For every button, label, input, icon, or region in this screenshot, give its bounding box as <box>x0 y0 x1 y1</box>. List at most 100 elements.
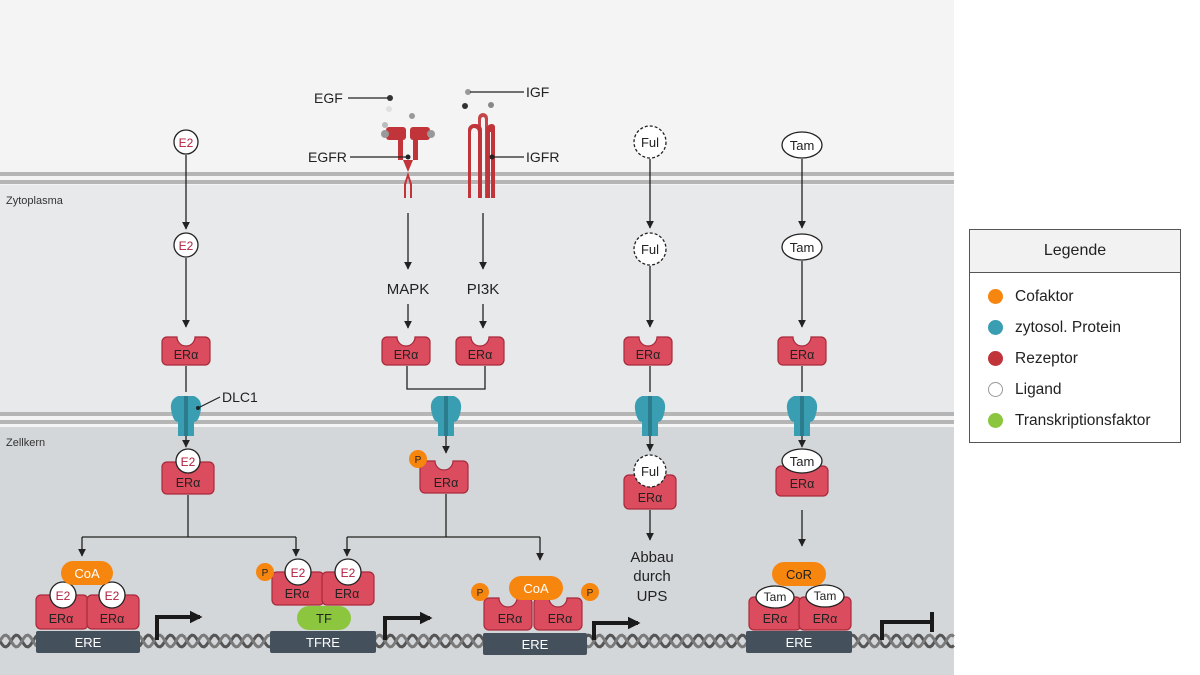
svg-text:P: P <box>477 588 484 599</box>
pi3k-label: PI3K <box>467 281 500 298</box>
legend-label: zytosol. Protein <box>1015 318 1121 336</box>
transport-protein-col3 <box>634 396 666 436</box>
egfr-receptor <box>381 127 435 198</box>
nuclear-membrane <box>0 412 954 424</box>
er-alpha-receptor: ERα <box>161 336 211 366</box>
legend-title: Legende <box>970 230 1180 273</box>
era-e2-tf-complex: E2 E2 ERα ERα P TF <box>256 558 375 630</box>
cytoplasm-label: Zytoplasma <box>6 195 64 207</box>
era-e2-dimer-coa-complex: E2 E2 ERα ERα CoA <box>35 561 140 630</box>
svg-text:ERα: ERα <box>394 348 419 362</box>
svg-text:ERE: ERE <box>75 635 102 650</box>
svg-text:CoA: CoA <box>74 566 100 581</box>
er-alpha-receptor-tam: ERα <box>777 336 827 366</box>
er-alpha-ful-complex: Ful ERα <box>623 454 677 510</box>
svg-text:Tam: Tam <box>790 454 815 469</box>
ere-element-1: ERE <box>36 631 140 653</box>
legend-item: Transkriptionsfaktor <box>970 405 1180 436</box>
svg-text:ERE: ERE <box>786 635 813 650</box>
svg-text:CoA: CoA <box>523 581 549 596</box>
legend-swatch <box>988 289 1003 304</box>
legend-label: Ligand <box>1015 380 1062 398</box>
egfr-label: EGFR <box>308 149 347 165</box>
er-alpha-receptor-ful: ERα <box>623 336 673 366</box>
legend-swatch <box>988 320 1003 335</box>
phosphorylated-er-alpha: ERα P <box>409 450 469 494</box>
e2-ligand-cytoplasm: E2 <box>173 232 199 258</box>
svg-text:CoR: CoR <box>786 567 812 582</box>
svg-text:E2: E2 <box>56 589 71 603</box>
ful-ligand-extracellular: Ful <box>633 125 667 159</box>
svg-text:E2: E2 <box>105 589 120 603</box>
legend-label: Cofaktor <box>1015 287 1074 305</box>
legend-swatch <box>988 382 1003 397</box>
svg-text:ERα: ERα <box>813 612 838 626</box>
phospho-era-coa-complex: ERα ERα CoA P P <box>471 576 599 631</box>
era-tam-cor-complex: Tam Tam ERα ERα CoR <box>748 562 852 631</box>
egf-ligands <box>382 95 415 128</box>
svg-text:ERα: ERα <box>790 477 815 491</box>
svg-text:P: P <box>415 455 422 466</box>
svg-text:ERα: ERα <box>434 476 459 490</box>
svg-text:ERα: ERα <box>176 476 201 490</box>
tam-ligand-extracellular: Tam <box>781 131 823 159</box>
svg-text:ERα: ERα <box>335 587 360 601</box>
svg-text:E2: E2 <box>179 136 194 150</box>
svg-text:P: P <box>262 568 269 579</box>
degradation-line-3: UPS <box>637 588 668 605</box>
svg-text:E2: E2 <box>341 566 356 580</box>
tam-ligand-cytoplasm: Tam <box>781 233 823 261</box>
degradation-line-2: durch <box>633 568 671 585</box>
svg-text:E2: E2 <box>181 455 196 469</box>
svg-text:Ful: Ful <box>641 242 659 257</box>
legend-item: Cofaktor <box>970 281 1180 312</box>
legend-item: zytosol. Protein <box>970 312 1180 343</box>
svg-text:TF: TF <box>316 611 332 626</box>
transcription-arrow-1 <box>155 610 203 640</box>
cytoplasm-region <box>0 185 954 413</box>
e2-ligand-extracellular: E2 <box>173 129 199 155</box>
svg-text:Ful: Ful <box>641 464 659 479</box>
svg-text:E2: E2 <box>179 239 194 253</box>
svg-text:ERα: ERα <box>638 491 663 505</box>
degradation-line-1: Abbau <box>630 549 673 566</box>
er-alpha-receptor-mapk: ERα <box>381 336 431 366</box>
igf-label: IGF <box>526 84 549 100</box>
mapk-label: MAPK <box>387 281 430 298</box>
svg-text:ERE: ERE <box>522 637 549 652</box>
egf-label: EGF <box>314 90 343 106</box>
svg-text:ERα: ERα <box>100 612 125 626</box>
svg-text:ERα: ERα <box>285 587 310 601</box>
nucleus-label: Zellkern <box>6 437 45 449</box>
igfr-label: IGFR <box>526 149 559 165</box>
tfre-element: TFRE <box>270 631 376 653</box>
svg-text:ERα: ERα <box>548 612 573 626</box>
svg-text:Tam: Tam <box>790 138 815 153</box>
ere-element-2: ERE <box>483 633 587 655</box>
transcription-arrow-3 <box>592 616 641 640</box>
er-alpha-e2-complex: E2 ERα <box>161 448 215 495</box>
ere-element-3: ERE <box>746 631 852 653</box>
transport-protein-col4 <box>786 396 818 436</box>
svg-text:Tam: Tam <box>790 240 815 255</box>
legend-item: Ligand <box>970 374 1180 405</box>
ful-ligand-cytoplasm: Ful <box>633 232 667 266</box>
igfr-receptor <box>468 113 495 198</box>
transport-protein-col2 <box>430 396 462 436</box>
svg-text:Tam: Tam <box>764 590 787 604</box>
legend-swatch <box>988 351 1003 366</box>
svg-text:ERα: ERα <box>790 348 815 362</box>
svg-text:TFRE: TFRE <box>306 635 340 650</box>
igf-ligands <box>462 89 494 109</box>
transcription-arrow-2 <box>383 611 433 640</box>
legend-swatch <box>988 413 1003 428</box>
er-alpha-tam-complex: Tam ERα <box>775 448 829 497</box>
svg-text:ERα: ERα <box>763 612 788 626</box>
legend-item: Rezeptor <box>970 343 1180 374</box>
svg-text:P: P <box>587 588 594 599</box>
svg-text:ERα: ERα <box>468 348 493 362</box>
legend-label: Rezeptor <box>1015 349 1078 367</box>
transcription-block <box>880 612 934 640</box>
